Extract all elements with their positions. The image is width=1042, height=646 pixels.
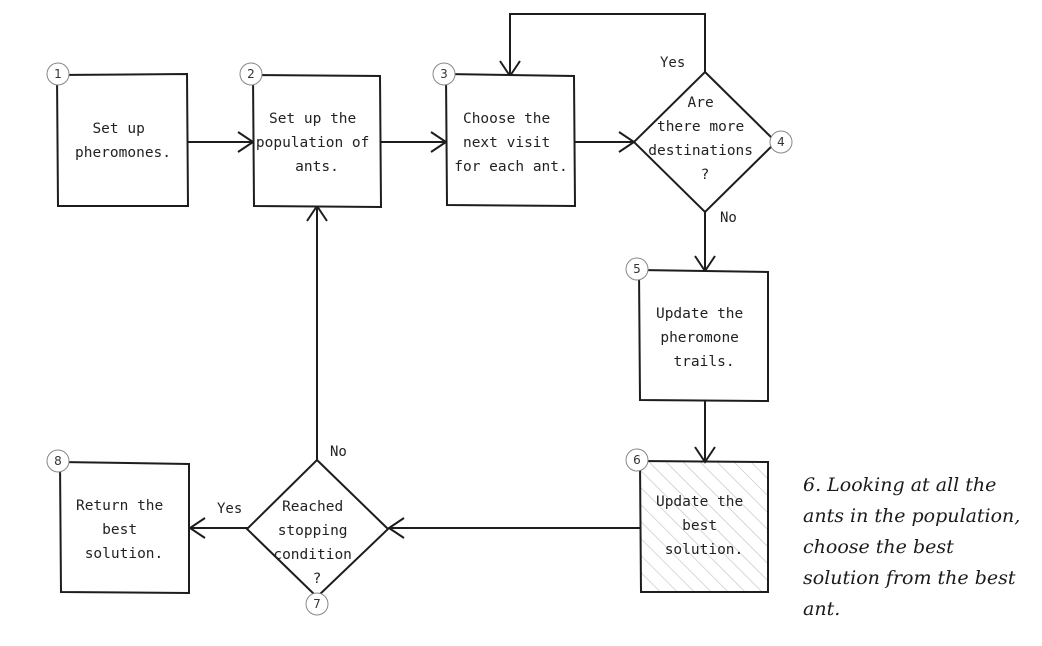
- svg-text:Reached stopping c: Reached stopping condition ?: [273, 499, 360, 587]
- node-6-line-2: best: [682, 518, 717, 534]
- node-4-line-4: ?: [701, 167, 710, 183]
- node-2-line-2: population of: [256, 135, 370, 151]
- node-3-number: 3: [440, 67, 448, 81]
- node-8-number: 8: [54, 454, 62, 468]
- node-5-line-3: trails.: [673, 354, 734, 370]
- node-6-box: Update the best solution. 6: [625, 448, 769, 593]
- edge-label-7-yes: Yes: [217, 501, 242, 517]
- edge-label-7-no: No: [330, 444, 347, 460]
- edge-label-4-no: No: [720, 210, 737, 226]
- edge-label-4-yes: Yes: [660, 55, 685, 71]
- node-8-line-1: Return the: [76, 498, 163, 514]
- svg-text:Set up pheromones.: Set up pheromones.: [75, 121, 171, 161]
- node-5-number: 5: [633, 262, 641, 276]
- edge-7-yes-to-8: [188, 517, 248, 539]
- node-7-line-4: ?: [313, 571, 322, 587]
- node-5-line-2: pheromone: [660, 330, 739, 346]
- svg-text:Update the pheromone: Update the pheromone trails.: [656, 306, 752, 370]
- node-8-line-3: solution.: [85, 546, 164, 562]
- node-7-line-2: stopping: [278, 523, 348, 539]
- svg-text:Choose the next visit: Choose the next visit for each ant.: [454, 111, 568, 175]
- node-1-line-2: pheromones.: [75, 145, 171, 161]
- node-7-line-3: condition: [273, 547, 352, 563]
- node-1-line-1: Set up: [92, 121, 144, 137]
- node-1-number: 1: [54, 67, 62, 81]
- edge-6-to-7: [387, 517, 640, 539]
- node-2-number: 2: [247, 67, 255, 81]
- node-4-line-3: destinations: [648, 143, 753, 159]
- svg-text:Are there more des: Are there more destinations ?: [648, 95, 762, 183]
- node-2-line-3: ants.: [295, 159, 339, 175]
- node-2-box: Set up the population of ants. 2: [239, 62, 383, 209]
- svg-text:Set up the population of: Set up the population of ants.: [256, 111, 378, 175]
- node-3-box: Choose the next visit for each ant. 3: [432, 62, 577, 208]
- node-3-line-1: Choose the: [463, 111, 550, 127]
- node-7-decision: Reached stopping condition ? 7: [245, 458, 390, 616]
- edge-3-to-4: [575, 131, 636, 153]
- node-4-decision: Are there more destinations ? 4: [632, 70, 793, 214]
- edge-2-to-3: [381, 131, 448, 153]
- node-6-number: 6: [633, 453, 641, 467]
- node-4-number: 4: [777, 135, 785, 149]
- svg-text:Return the best so: Return the best solution.: [76, 498, 172, 562]
- node-3-line-3: for each ant.: [454, 159, 568, 175]
- node-2-line-1: Set up the: [269, 111, 356, 127]
- node-7-number: 7: [313, 597, 321, 611]
- node-8-line-2: best: [102, 522, 137, 538]
- node-1-box: Set up pheromones. 1: [46, 62, 190, 207]
- edge-1-to-2: [188, 131, 255, 153]
- node-6-line-3: solution.: [665, 542, 744, 558]
- edge-7-no-to-2: [306, 204, 328, 462]
- node-4-line-2: there more: [657, 119, 744, 135]
- node-5-line-1: Update the: [656, 306, 743, 322]
- svg-text:Update the best so: Update the best solution.: [656, 494, 752, 558]
- edge-4-no-to-5: [694, 212, 716, 273]
- node-3-line-2: next visit: [463, 135, 550, 151]
- node-4-line-1: Are: [688, 95, 714, 111]
- node-7-line-1: Reached: [282, 499, 343, 515]
- node-8-box: Return the best solution. 8: [46, 449, 190, 595]
- annotation-note: 6. Looking at all the ants in the popula…: [803, 474, 1021, 620]
- edge-5-to-6: [694, 401, 716, 464]
- node-6-line-1: Update the: [656, 494, 743, 510]
- node-5-box: Update the pheromone trails. 5: [625, 257, 769, 403]
